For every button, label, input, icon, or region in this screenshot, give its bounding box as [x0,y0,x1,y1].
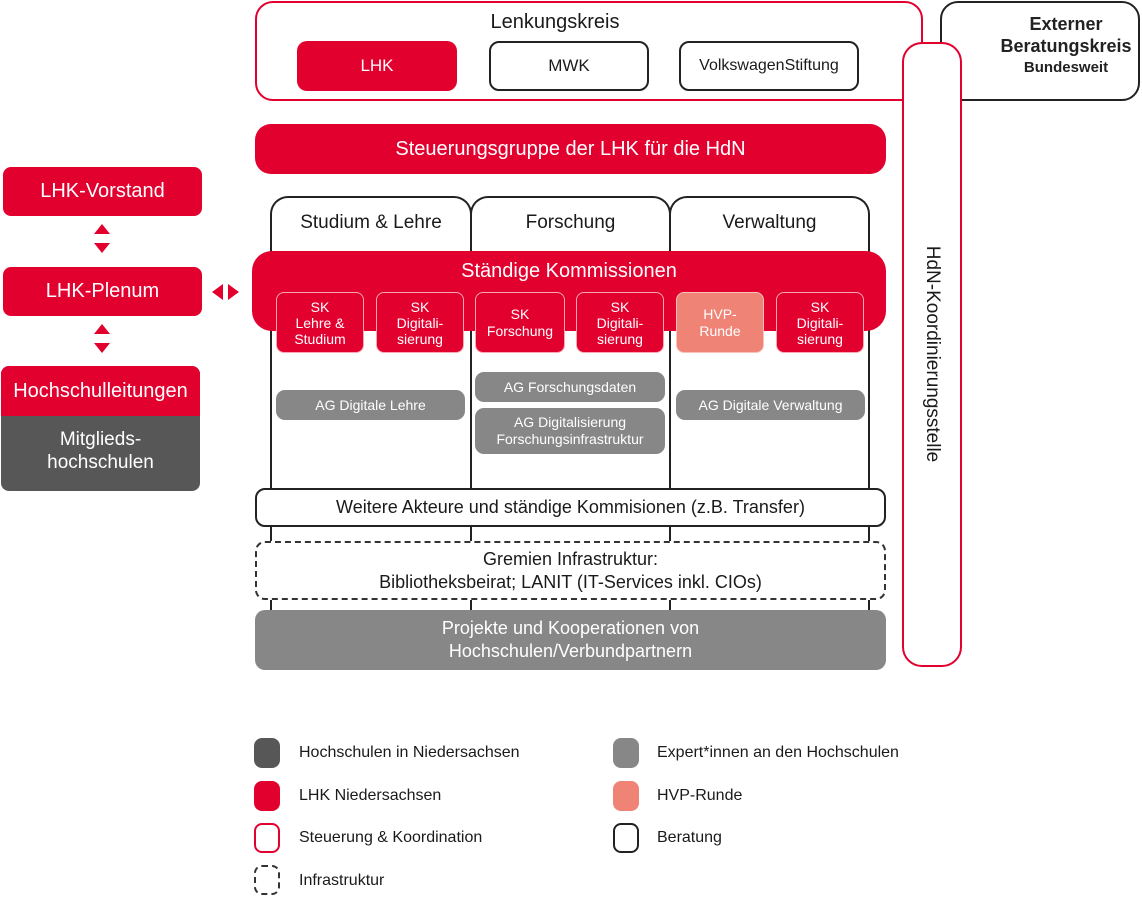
arrow-up-icon [94,224,110,234]
column-divider [669,270,671,610]
legend-label: LHK Niedersachsen [299,787,442,804]
arrow-left-icon [212,284,223,300]
gremien-line: Bibliotheksbeirat; LANIT (IT-Services in… [379,571,762,592]
arrow-down-icon [94,343,110,353]
externer-title-1: Externer [1029,14,1103,34]
sk-line: Runde [699,322,741,339]
legend-label: Steuerung & Koordination [299,829,483,846]
legend-swatch-dashed [254,865,280,895]
legend-swatch-red-outline [254,823,280,853]
arrow-down-icon [94,243,110,253]
steuerungsgruppe: Steuerungsgruppe der LHK für die HdN [255,124,886,174]
sk-line: HVP- [703,305,737,322]
staendige-kommissionen-title: Ständige Kommissionen [461,259,677,282]
sk-line: Digitali- [596,314,644,331]
legend-swatch-grey [613,738,639,768]
sk-line: Forschung [486,322,554,339]
sk-line: SK [510,305,530,322]
legend-label: HVP-Runde [657,787,743,804]
gremien-line: Gremien Infrastruktur: [482,548,659,569]
sk-line: Digitali- [396,314,444,331]
mitglieds-line1: Mitglieds- [59,429,142,450]
column-title-verwaltung: Verwaltung [722,212,817,233]
lenkungskreis-member-mwk: MWK [489,41,649,91]
hochschulleitungen: Hochschulleitungen [1,366,200,416]
column-divider [270,270,272,610]
legend-label: Hochschulen in Niedersachsen [299,744,520,761]
lenkungskreis-member-lhk: LHK [297,41,457,91]
ag-digitale-lehre: AG Digitale Lehre [276,390,465,420]
legend-swatch-salmon [613,781,639,811]
mitglieds-line2: hochschulen [47,452,154,473]
sk-line: Studium [294,330,346,347]
koordinierungsstelle-label: HdN-Koordinierungsstelle [922,245,943,463]
column-title-forschung: Forschung [525,212,616,233]
sk-line: Digitali- [796,314,844,331]
sk-line: SK [310,298,330,315]
ag-line: AG Digitalisierung [513,414,627,430]
gremien-infrastruktur: Gremien Infrastruktur: Bibliotheksbeirat… [255,541,886,600]
legend-swatch-dark [254,738,280,768]
sk-digitalisierung-lehre: SK Digitali- sierung [376,292,464,353]
lhk-vorstand: LHK-Vorstand [3,167,202,216]
mitgliedshochschulen-label: Mitglieds- hochschulen [1,428,200,474]
externer-subtitle: Bundesweit [1023,59,1109,76]
sk-line: SK [810,298,830,315]
legend-label: Expert*innen an den Hochschulen [657,744,899,761]
lenkungskreis-title: Lenkungskreis [490,10,620,33]
sk-digitalisierung-forschung: SK Digitali- sierung [576,292,664,353]
ag-digitale-verwaltung: AG Digitale Verwaltung [676,390,865,420]
column-divider [868,270,870,610]
legend-label: Beratung [657,829,722,846]
arrow-right-icon [228,284,239,300]
sk-line: sierung [797,330,843,347]
sk-digitalisierung-verwaltung: SK Digitali- sierung [776,292,864,353]
legend-swatch-black-outline [613,823,639,853]
lhk-plenum: LHK-Plenum [3,267,202,316]
column-title-studium: Studium & Lehre [300,212,442,233]
hvp-runde: HVP- Runde [676,292,764,353]
sk-line: SK [610,298,630,315]
sk-line: Lehre & [295,314,345,331]
externer-beratungskreis: Externer Beratungskreis Bundesweit [940,1,1140,101]
projekte-line: Projekte und Kooperationen von [441,618,700,638]
legend-label: Infrastruktur [299,872,385,889]
column-divider [470,270,472,610]
sk-lehre-studium: SK Lehre & Studium [276,292,364,353]
sk-forschung: SK Forschung [475,292,565,353]
arrow-up-icon [94,324,110,334]
externer-title-2: Beratungskreis [1000,36,1132,56]
legend-swatch-red [254,781,280,811]
lenkungskreis-member-vws: VolkswagenStiftung [679,41,859,91]
sk-line: sierung [597,330,643,347]
ag-forschungsdaten: AG Forschungsdaten [475,372,665,402]
projekte-line: Hochschulen/Verbundpartnern [448,641,693,661]
sk-line: SK [410,298,430,315]
projekte-kooperationen: Projekte und Kooperationen von Hochschul… [255,610,886,670]
weitere-akteure: Weitere Akteure und ständige Kommisionen… [255,488,886,527]
sk-line: sierung [397,330,443,347]
ag-forschungsinfrastruktur: AG Digitalisierung Forschungsinfrastrukt… [475,408,665,454]
koordinierungsstelle [902,42,962,667]
ag-line: Forschungsinfrastruktur [496,431,644,447]
